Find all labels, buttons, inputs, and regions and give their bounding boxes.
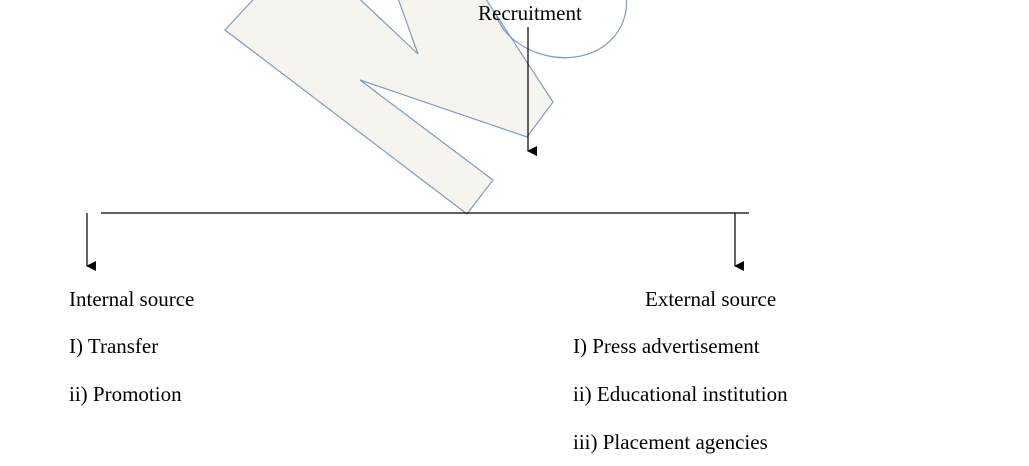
- internal-source-item: ii) Promotion: [69, 382, 182, 406]
- external-source-item: ii) Educational institution: [573, 382, 788, 406]
- watermark-n-shape: [224, 0, 554, 215]
- root-node-label: Recruitment: [478, 1, 582, 25]
- watermark-curve: [494, 0, 628, 59]
- external-source-item: iii) Placement agencies: [573, 430, 768, 454]
- internal-source-title: Internal source: [69, 287, 195, 311]
- internal-source-item: I) Transfer: [69, 334, 159, 358]
- external-source-title: External source: [645, 287, 777, 311]
- external-source-item: I) Press advertisement: [573, 334, 760, 358]
- watermark-logo: [224, 0, 628, 215]
